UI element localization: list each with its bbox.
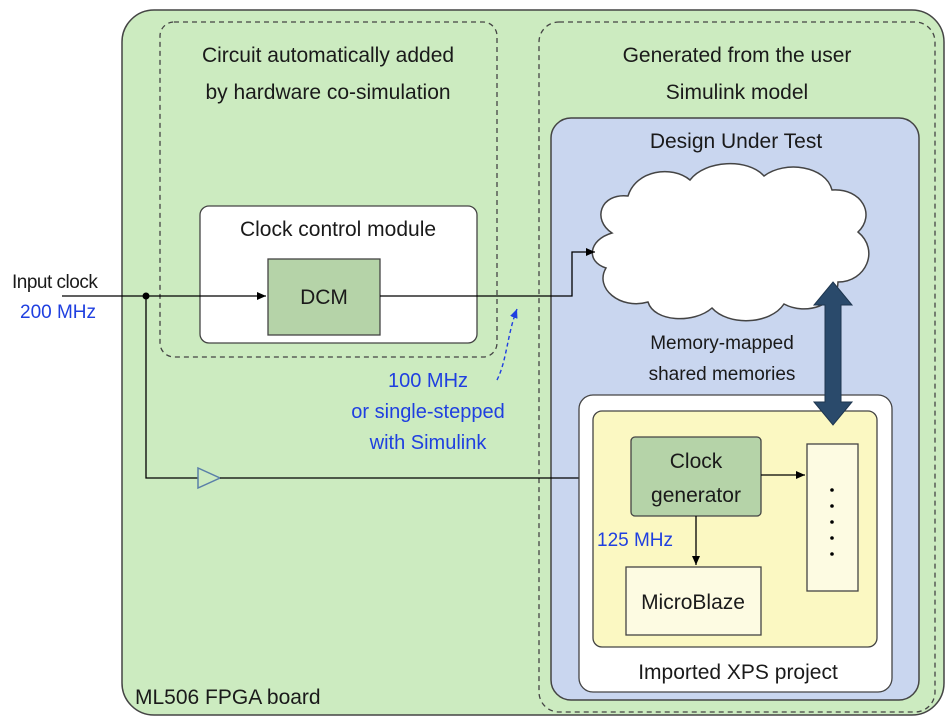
board-label: ML506 FPGA board <box>135 686 321 709</box>
cosim-region <box>159 21 498 358</box>
cosim-title-line2: by hardware co-simulation <box>205 81 450 104</box>
ellipsis-dot <box>830 488 834 492</box>
input-clock-freq: 200 MHz <box>20 302 96 323</box>
clock-generator-line1: Clock <box>670 450 723 473</box>
ellipsis-dot <box>830 504 834 508</box>
clock-buffer <box>197 466 222 490</box>
cosim-title-line1: Circuit automatically added <box>202 44 454 67</box>
generated-title-line1: Generated from the user <box>623 44 852 67</box>
ellipsis-dot <box>830 552 834 556</box>
dcm-clock-line3: with Simulink <box>369 432 488 454</box>
clock-generator-line2: generator <box>651 484 741 507</box>
dcm-output-wire <box>380 248 595 297</box>
shared-memory-arrow <box>812 281 854 426</box>
dcm-clock-line1: 100 MHz <box>388 370 468 392</box>
clock-branch-wire <box>145 296 198 479</box>
xps-label: Imported XPS project <box>638 661 838 684</box>
ellipsis-dot <box>830 520 834 524</box>
input-clock-label: Input clock <box>12 272 98 293</box>
generated-region <box>538 21 936 713</box>
dcm-label: DCM <box>300 286 348 309</box>
design-cloud <box>591 163 870 322</box>
dut-title: Design Under Test <box>650 130 823 153</box>
clock-annotation-pointer <box>496 308 518 381</box>
dcm-clock-line2: or single-stepped <box>351 401 504 423</box>
peripheral-stack <box>806 443 859 592</box>
shared-memory-line2: shared memories <box>649 364 796 385</box>
microblaze-clock-label: 125 MHz <box>597 530 673 551</box>
microblaze-label: MicroBlaze <box>641 591 745 614</box>
generated-title-line2: Simulink model <box>666 81 808 104</box>
dcm-block <box>267 258 381 336</box>
clock-module-title: Clock control module <box>240 218 436 241</box>
shared-memory-line1: Memory-mapped <box>650 333 794 354</box>
ellipsis-dot <box>830 536 834 540</box>
microblaze-block <box>625 566 762 636</box>
